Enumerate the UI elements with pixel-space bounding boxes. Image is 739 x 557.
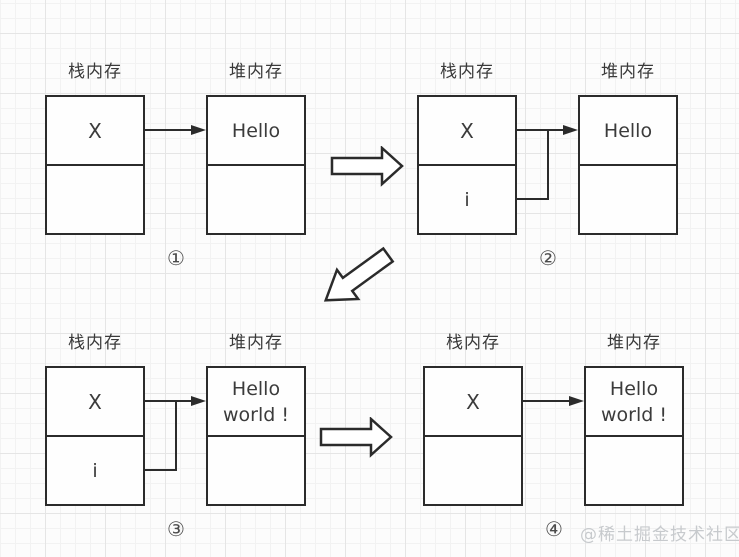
- stack-memory-label: 栈内存: [68, 62, 122, 82]
- heap-cell-empty: [208, 437, 304, 504]
- heap-value-line-2: world !: [223, 403, 289, 426]
- stack-cell-empty: [425, 437, 521, 504]
- stack-box: X i: [45, 366, 145, 506]
- watermark: @稀土掘金技术社区: [580, 525, 739, 545]
- flow-arrow-right-step3-to-step4-icon: [319, 417, 393, 458]
- heap-value-line-1: Hello: [603, 119, 653, 142]
- heap-cell-value: Hello world !: [208, 368, 304, 437]
- stack-cell-empty: [47, 166, 143, 233]
- heap-box: Hello world !: [584, 366, 684, 506]
- stack-box: X i: [417, 95, 517, 235]
- stack-box: X: [423, 366, 523, 506]
- heap-box: Hello world !: [206, 366, 306, 506]
- flow-arrow-right-step1-to-step2-icon: [330, 146, 404, 187]
- heap-cell-value: Hello world !: [586, 368, 682, 437]
- panel-step-4: 栈内存 堆内存 X Hello world ! ④: [418, 326, 690, 544]
- heap-value-line-2: world !: [601, 403, 667, 426]
- heap-cell-value: Hello: [580, 97, 676, 166]
- panel-step-2: 栈内存 堆内存 X i Hello ②: [412, 55, 684, 273]
- flow-arrow-down-left-step2-to-step3-icon: [323, 246, 395, 302]
- heap-cell-empty: [580, 166, 676, 233]
- heap-memory-label: 堆内存: [229, 333, 283, 353]
- step-number: ①: [167, 246, 185, 270]
- stack-cell-x: X: [419, 97, 515, 166]
- heap-cell-value: Hello: [208, 97, 304, 166]
- heap-value-line-1: Hello: [231, 377, 281, 400]
- stack-cell-i: i: [92, 459, 98, 482]
- heap-box: Hello: [206, 95, 306, 235]
- panel-step-1: 栈内存 堆内存 X Hello ①: [40, 55, 312, 273]
- stack-cell-i: i: [464, 188, 470, 211]
- stack-cell-x: X: [47, 97, 143, 166]
- heap-memory-label: 堆内存: [229, 62, 283, 82]
- heap-value-line-1: Hello: [231, 119, 281, 142]
- panel-step-3: 栈内存 堆内存 X i Hello world ! ③: [40, 326, 312, 544]
- stack-cell-x: X: [47, 368, 143, 437]
- step-number: ②: [539, 246, 557, 270]
- step-number: ③: [167, 517, 185, 541]
- heap-value-line-1: Hello: [609, 377, 659, 400]
- heap-box: Hello: [578, 95, 678, 235]
- stack-cell-x: X: [425, 368, 521, 437]
- heap-memory-label: 堆内存: [601, 62, 655, 82]
- step-number: ④: [545, 517, 563, 541]
- stack-memory-label: 栈内存: [446, 333, 500, 353]
- heap-memory-label: 堆内存: [607, 333, 661, 353]
- heap-cell-empty: [208, 166, 304, 233]
- stack-memory-label: 栈内存: [68, 333, 122, 353]
- heap-cell-empty: [586, 437, 682, 504]
- stack-box: X: [45, 95, 145, 235]
- stack-memory-label: 栈内存: [440, 62, 494, 82]
